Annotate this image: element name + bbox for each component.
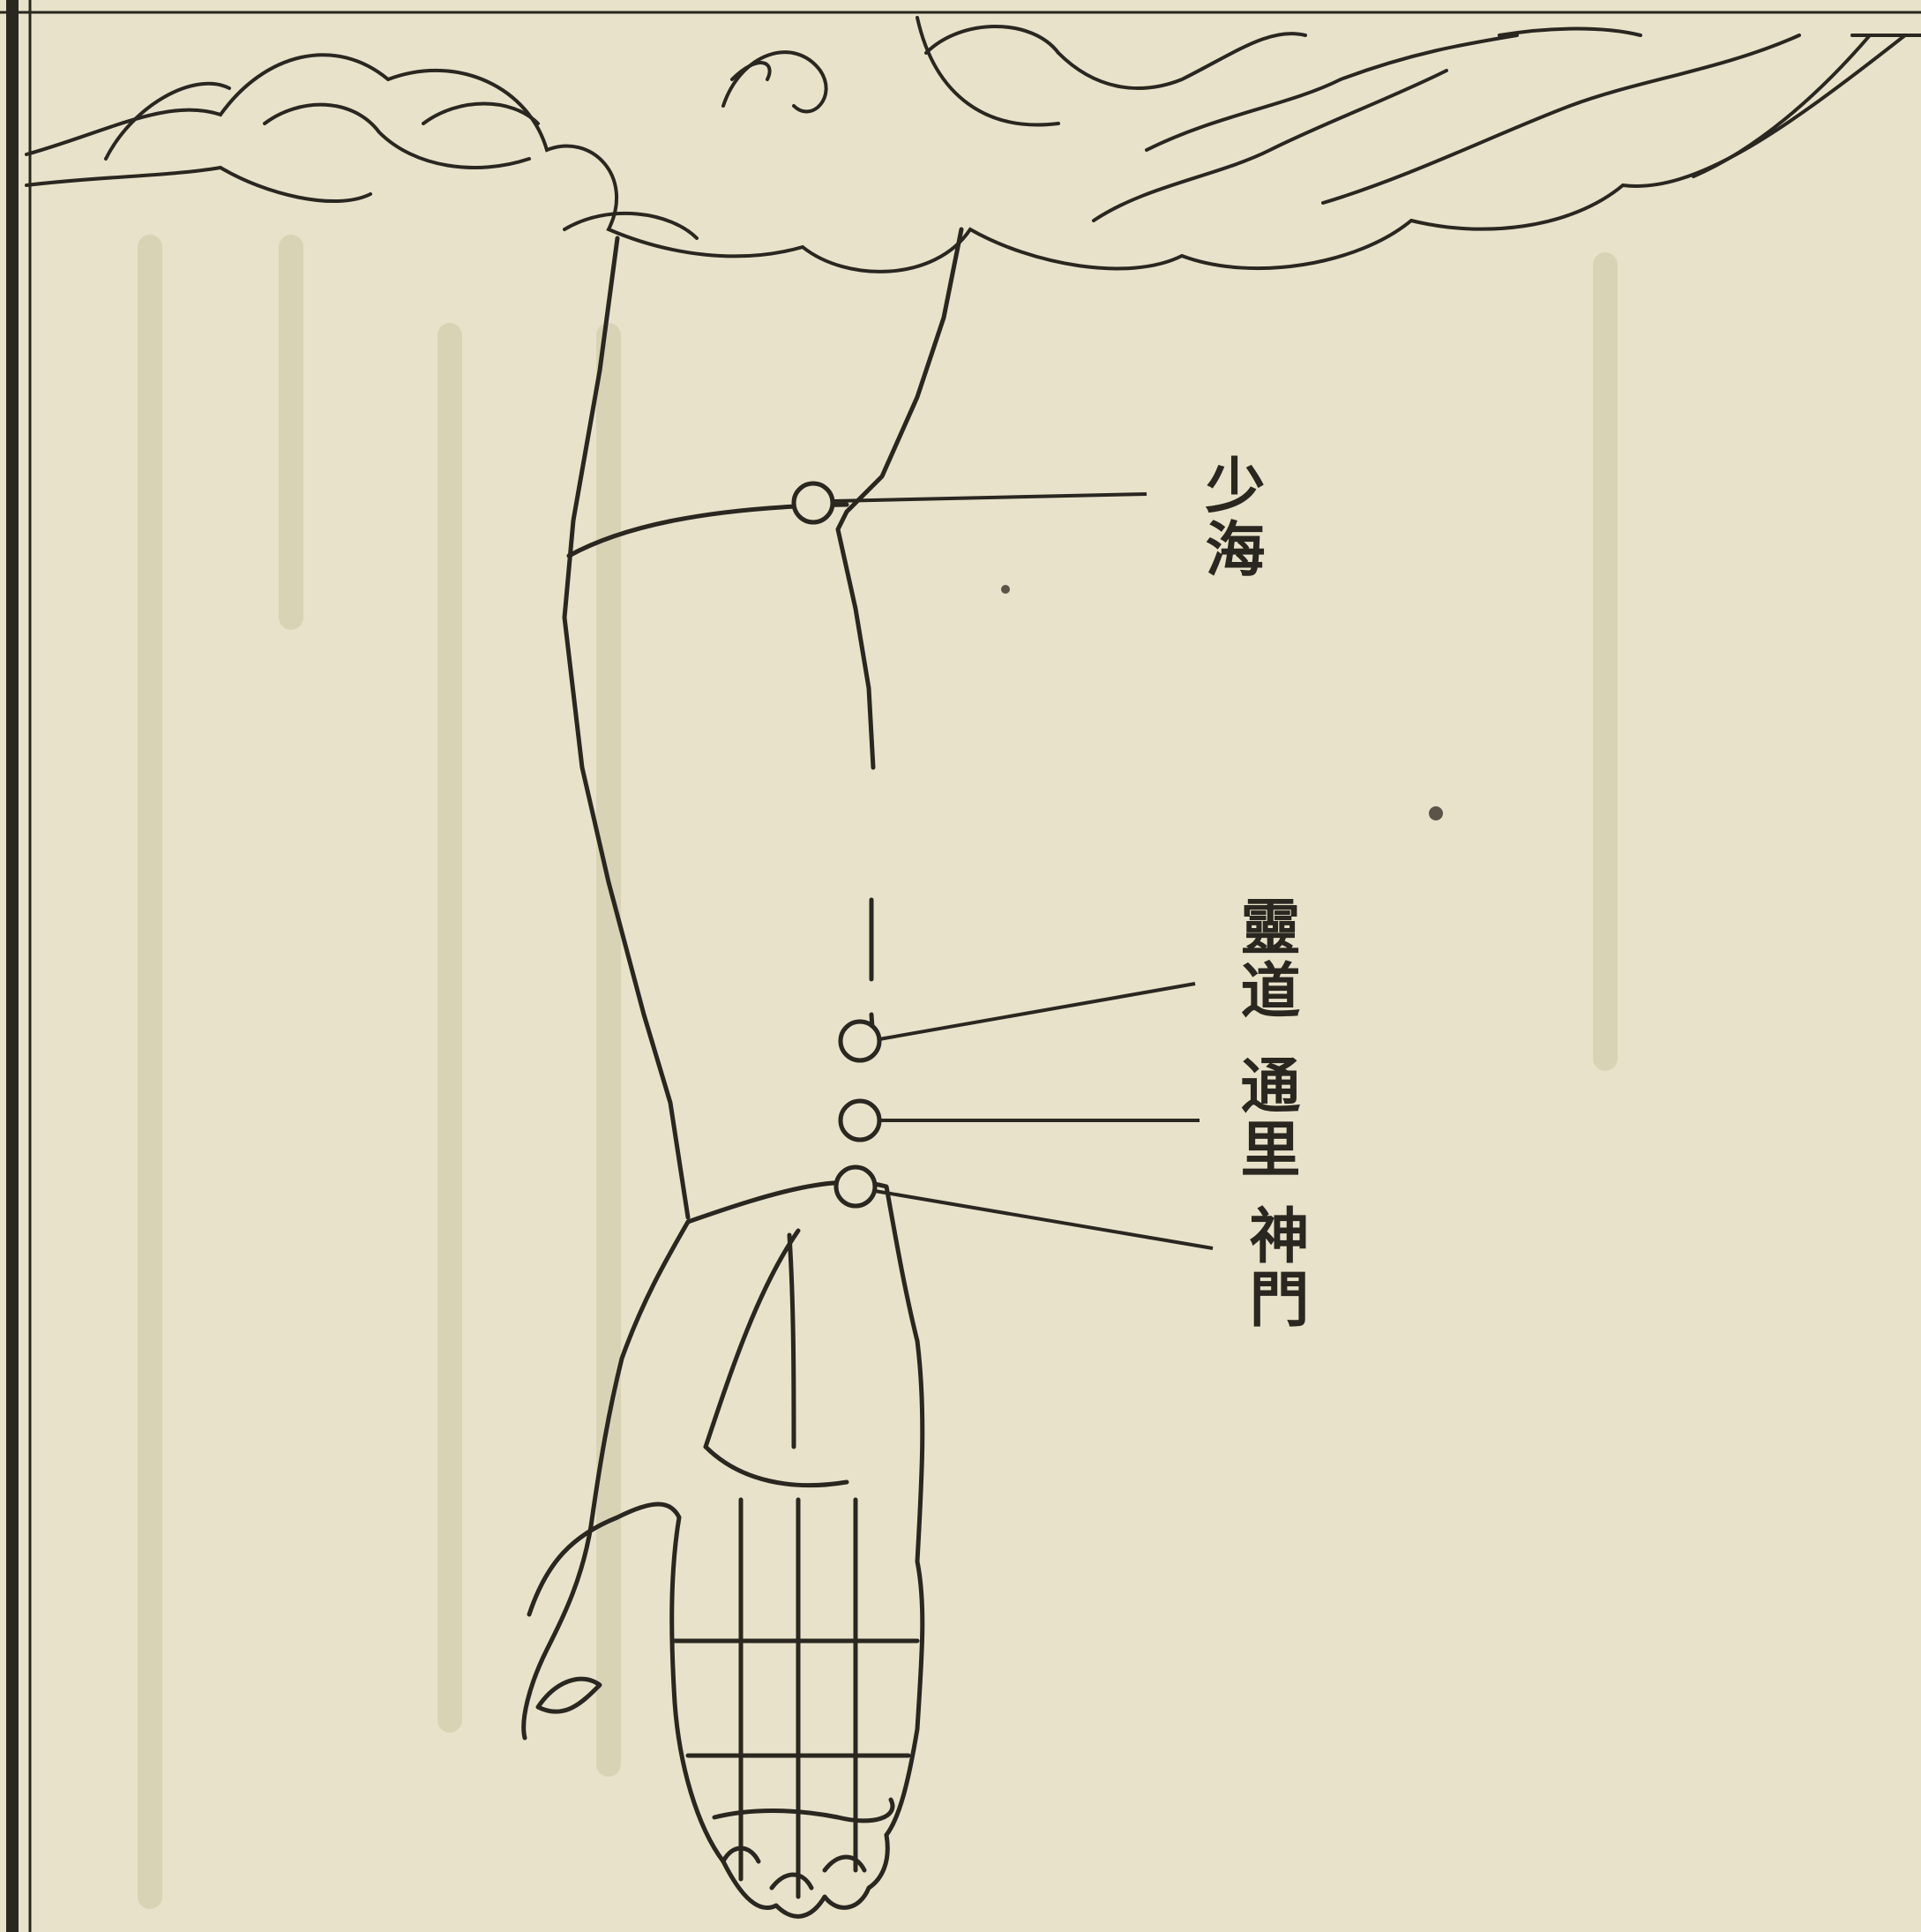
arm-outline (524, 229, 961, 1916)
acupoint-label-lingdao: 靈道 (1235, 895, 1295, 1022)
bleed-through-text (150, 247, 1605, 1897)
acupoint-label-shenmen: 神門 (1244, 1204, 1304, 1331)
acupoint-label-shaohai: 少海 (1200, 454, 1259, 581)
acupoint-marker-shaohai (794, 483, 833, 522)
acupoint-marker-shenmen (836, 1167, 875, 1206)
acupoint-marker-tongli (841, 1101, 879, 1140)
leader-line-shenmen (875, 1191, 1213, 1248)
cloud-border (26, 18, 1921, 272)
leader-lines (833, 494, 1213, 1248)
ink-specks (1001, 585, 1443, 820)
acupoint-label-tongli: 通里 (1235, 1054, 1295, 1181)
acupoint-markers (794, 483, 879, 1206)
acupoint-marker-lingdao (841, 1022, 879, 1060)
leader-line-lingdao (879, 984, 1195, 1039)
leader-line-shaohai (833, 494, 1147, 501)
